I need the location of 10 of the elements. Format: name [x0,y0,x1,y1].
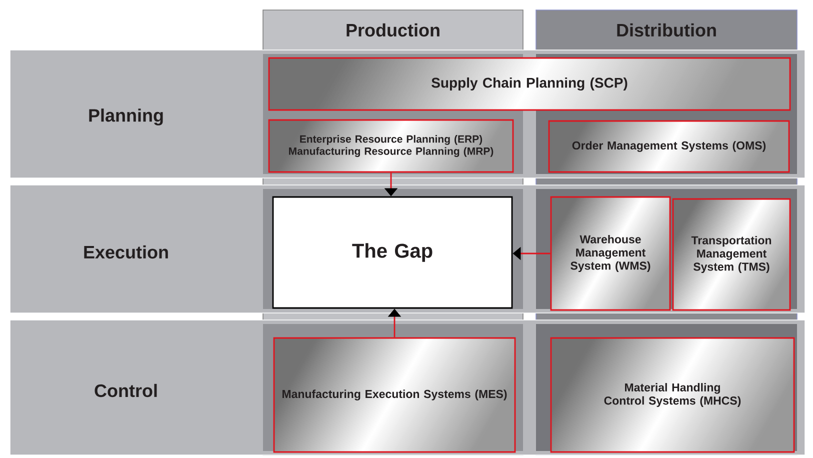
column-header: Distribution [536,10,797,50]
system-box: Material Handling Control Systems (MHCS) [550,337,795,453]
system-box: Enterprise Resource Planning (ERP) Manufacturing Resource Planning (MRP) [268,119,514,173]
gap-box: The Gap [272,196,513,309]
system-box: Order Management Systems (OMS) [548,120,790,173]
system-box: Supply Chain Planning (SCP) [268,57,791,111]
system-box: Transportation Management System (TMS) [672,198,791,311]
system-box: Manufacturing Execution Systems (MES) [273,337,516,453]
system-box: Warehouse Management System (WMS) [550,196,671,311]
column-header: Production [263,10,523,50]
